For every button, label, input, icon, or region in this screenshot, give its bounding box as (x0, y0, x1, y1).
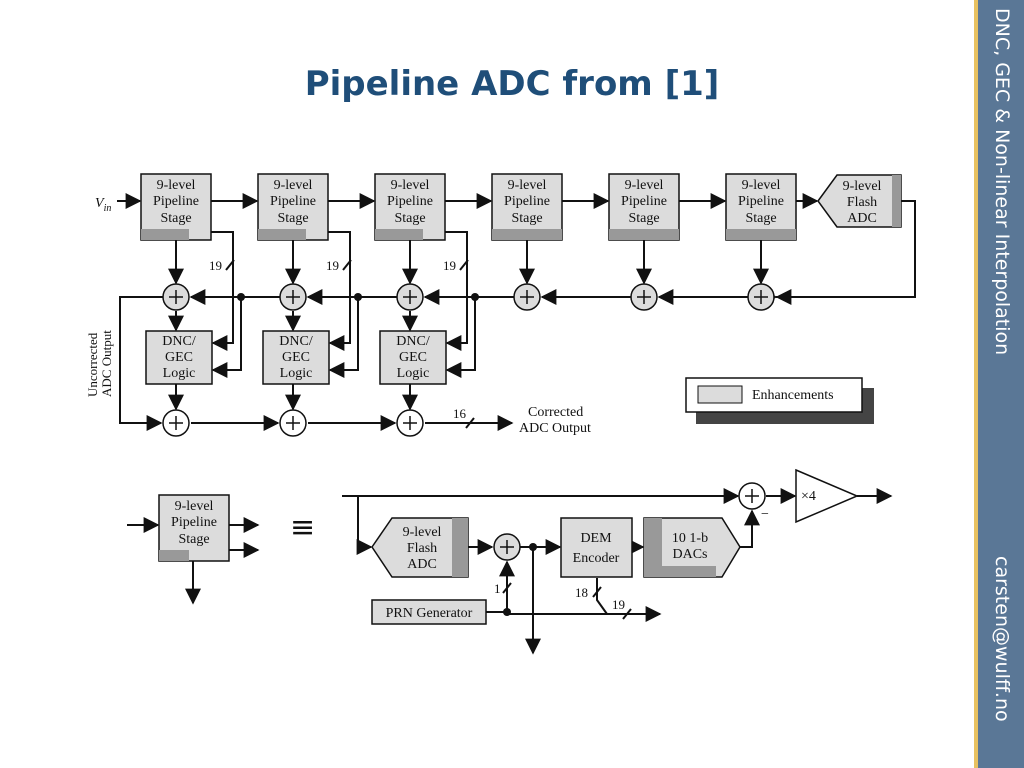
stage-label-line1: 9-level (391, 178, 430, 193)
svg-text:ADC Output: ADC Output (99, 330, 114, 397)
stage-label-line1: 9-level (274, 178, 313, 193)
stage-label-line1: 9-level (625, 178, 664, 193)
logic-label-line1: DNC/ (279, 334, 313, 349)
top-stage-3: 9-level Pipeline Stage (374, 173, 446, 241)
stage-label-line3: Stage (511, 211, 542, 226)
svg-text:Uncorrected: Uncorrected (85, 332, 100, 397)
bus-width-19: 19 (612, 597, 625, 612)
dacs-label-line1: 10 1-b (672, 531, 708, 546)
stage-label-line3: Stage (277, 211, 308, 226)
dem-label-line2: Encoder (573, 551, 620, 566)
logic-label-line3: Logic (397, 366, 430, 381)
small-pipeline-stage: 9-level Pipeline Stage (158, 494, 230, 562)
stage-label-line2: Pipeline (387, 194, 433, 209)
logic-label-line2: GEC (399, 350, 427, 365)
dem-encoder: DEM Encoder (560, 517, 633, 578)
bus-width-19: 19 (209, 258, 222, 273)
top-stage-1: 9-level Pipeline Stage (140, 173, 212, 241)
legend: Enhancements (685, 377, 874, 424)
logic-block-2: DNC/ GEC Logic (262, 330, 330, 385)
summer-corr-3 (396, 409, 424, 437)
flash-label-line3: ADC (407, 557, 437, 572)
stage-label-line3: Stage (745, 211, 776, 226)
summer-bottom-2 (738, 482, 766, 510)
stage-label-line3: Stage (628, 211, 659, 226)
top-stage-2: 9-level Pipeline Stage (257, 173, 329, 241)
logic-block-1: DNC/ GEC Logic (145, 330, 213, 385)
stage-label-line2: Pipeline (738, 194, 784, 209)
logic-label-line2: GEC (282, 350, 310, 365)
flash-label-line2: Flash (407, 541, 437, 556)
stage-label-line2: Pipeline (153, 194, 199, 209)
stage-label-line1: 9-level (508, 178, 547, 193)
flash-label-line1: 9-level (843, 179, 882, 194)
logic-label-line3: Logic (280, 366, 313, 381)
prn-generator: PRN Generator (371, 599, 487, 625)
bus-width-19: 19 (326, 258, 339, 273)
pipeline-adc-diagram: 9-level Pipeline Stage 9-level Pipeline … (85, 173, 916, 655)
bus-width-1: 1 (494, 581, 501, 596)
summer-1 (162, 283, 190, 311)
logic-label-line1: DNC/ (396, 334, 430, 349)
bus-width-19: 19 (443, 258, 456, 273)
stage-label-line3: Stage (394, 211, 425, 226)
stage-label-line2: Pipeline (171, 515, 217, 530)
dac-block: 10 1-b DACs (643, 517, 741, 578)
corrected-output-label-1: Corrected (528, 405, 583, 420)
summer-corr-2 (279, 409, 307, 437)
slide-title: Pipeline ADC from [1] (304, 64, 720, 104)
stage-label-line2: Pipeline (270, 194, 316, 209)
dem-label-line1: DEM (580, 531, 612, 546)
top-flash-adc: 9-level Flash ADC (817, 174, 902, 228)
top-stage-5: 9-level Pipeline Stage (608, 173, 680, 241)
summer-2 (279, 283, 307, 311)
bottom-flash-adc: 9-level Flash ADC (371, 517, 469, 578)
summer-6 (747, 283, 775, 311)
logic-label-line2: GEC (165, 350, 193, 365)
logic-label-line1: DNC/ (162, 334, 196, 349)
gain-amplifier: ×4 (795, 468, 859, 524)
legend-label: Enhancements (752, 388, 834, 403)
corrected-output-label-2: ADC Output (519, 421, 591, 436)
stage-label-line3: Stage (178, 532, 209, 547)
summer-4 (513, 283, 541, 311)
stage-label-line1: 9-level (175, 499, 214, 514)
flash-label-line2: Flash (847, 195, 877, 210)
flash-label-line3: ADC (847, 211, 877, 226)
summer-5 (630, 283, 658, 311)
prn-label: PRN Generator (386, 606, 473, 621)
minus-sign: − (761, 507, 769, 522)
gain-label: ×4 (801, 489, 816, 504)
equivalence-symbol: ≡ (290, 510, 315, 545)
summer-3 (396, 283, 424, 311)
stage-label-line1: 9-level (157, 178, 196, 193)
top-stage-6: 9-level Pipeline Stage (725, 173, 797, 241)
summer-bottom-1 (493, 533, 521, 561)
stage-label-line3: Stage (160, 211, 191, 226)
stage-label-line2: Pipeline (504, 194, 550, 209)
logic-block-3: DNC/ GEC Logic (379, 330, 447, 385)
bus-width-16: 16 (453, 406, 467, 421)
stage-label-line2: Pipeline (621, 194, 667, 209)
dacs-label-line2: DACs (672, 547, 707, 562)
top-stage-4: 9-level Pipeline Stage (491, 173, 563, 241)
flash-label-line1: 9-level (403, 525, 442, 540)
side-bar: DNC, GEC & Non-linear Interpolation cars… (974, 0, 1024, 768)
summer-corr-1 (162, 409, 190, 437)
stage-label-line1: 9-level (742, 178, 781, 193)
bus-width-18: 18 (575, 585, 588, 600)
logic-label-line3: Logic (163, 366, 196, 381)
author-email: carsten@wulff.no (991, 556, 1013, 722)
uncorrected-output-label: Uncorrected ADC Output (85, 330, 114, 397)
side-topic-text: DNC, GEC & Non-linear Interpolation (991, 8, 1013, 356)
vin-label: Vin (95, 196, 111, 214)
